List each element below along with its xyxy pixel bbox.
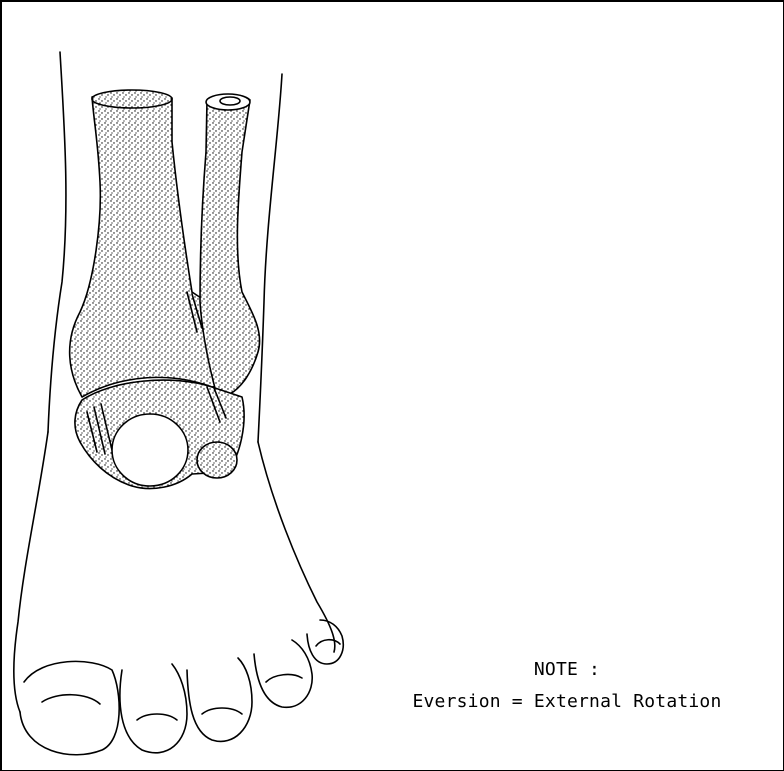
- second-toe-nail: [137, 714, 177, 720]
- note-heading: NOTE :: [397, 654, 737, 686]
- fibula-bone: [200, 95, 260, 394]
- fourth-toe-nail: [266, 675, 302, 682]
- third-toe-nail: [202, 708, 242, 714]
- second-toe: [120, 664, 187, 753]
- navicular-bone: [112, 414, 188, 486]
- tibia-cut-end: [92, 90, 172, 108]
- note-text: Eversion = External Rotation: [397, 686, 737, 718]
- note-caption: NOTE : Eversion = External Rotation: [397, 654, 737, 718]
- fibula-canal: [220, 97, 240, 105]
- third-toe: [187, 658, 252, 741]
- toes: [20, 620, 343, 755]
- cuboid-bone: [197, 442, 237, 478]
- big-toe: [20, 661, 119, 754]
- fifth-toe-nail: [316, 640, 340, 646]
- big-toe-nail: [42, 695, 100, 704]
- fourth-toe: [254, 640, 312, 707]
